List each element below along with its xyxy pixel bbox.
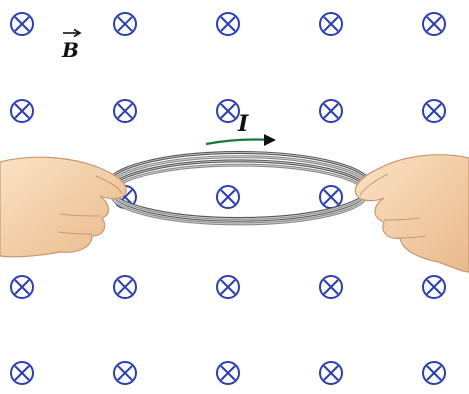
- field-into-page-icon: [114, 100, 136, 122]
- field-into-page-icon: [423, 100, 445, 122]
- right-hand: [355, 155, 469, 272]
- field-into-page-icon: [11, 13, 33, 35]
- left-hand-shape: [0, 157, 126, 257]
- current-arrow-head: [264, 134, 276, 146]
- field-into-page-icon: [423, 276, 445, 298]
- right-hand-shape: [355, 155, 469, 272]
- field-into-page-icon: [11, 276, 33, 298]
- field-into-page-icon: [320, 13, 342, 35]
- b-field-symbol: B: [61, 38, 79, 62]
- b-field-label: B: [61, 30, 80, 63]
- current-symbol: I: [237, 111, 249, 137]
- field-into-page-icon: [423, 13, 445, 35]
- field-into-page-icon: [217, 186, 239, 208]
- wire-loop: [107, 153, 371, 224]
- field-into-page-icon: [217, 13, 239, 35]
- field-into-page-icon: [114, 362, 136, 384]
- field-into-page-icon: [320, 276, 342, 298]
- field-into-page-icon: [217, 276, 239, 298]
- wire-turn: [110, 161, 368, 222]
- field-into-page-icon: [114, 276, 136, 298]
- left-hand: [0, 157, 126, 257]
- field-into-page-icon: [11, 100, 33, 122]
- field-into-page-icon: [217, 100, 239, 122]
- field-into-page-icon: [217, 362, 239, 384]
- field-into-page-icon: [320, 186, 342, 208]
- field-into-page-icon: [320, 362, 342, 384]
- current-indicator: I: [206, 111, 276, 146]
- current-arrow: [206, 140, 272, 145]
- field-into-page-icon: [423, 362, 445, 384]
- field-into-page-icon: [114, 13, 136, 35]
- field-into-page-icon: [11, 362, 33, 384]
- field-into-page-icon: [320, 100, 342, 122]
